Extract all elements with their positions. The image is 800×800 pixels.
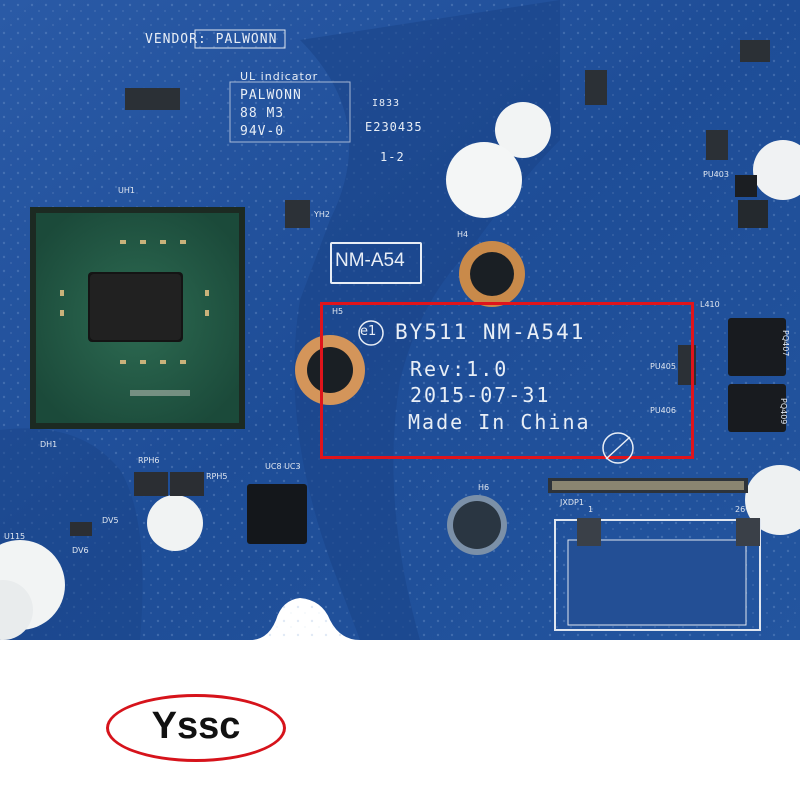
ref-label: DV5	[102, 516, 119, 525]
ref-label: YH2	[314, 210, 330, 219]
ref-label: PU406	[650, 406, 676, 415]
date-text: 2015-07-31	[410, 383, 551, 407]
e1-logo-text: e1	[360, 324, 377, 339]
ref-label: DV6	[72, 546, 89, 555]
e1-logo-icon	[358, 320, 384, 346]
ref-label: PQ407	[781, 330, 790, 357]
pb-free-icon	[602, 432, 634, 464]
ul-file-number: E230435	[365, 120, 423, 134]
ref-label: RPH6	[138, 456, 160, 465]
pcb-artwork	[0, 0, 800, 640]
ref-label: 1	[588, 505, 594, 514]
ref-label: PQ409	[779, 398, 788, 425]
origin-text: Made In China	[408, 410, 591, 434]
nm-label-box	[330, 242, 422, 284]
highlight-box	[320, 302, 694, 459]
hole-label-h4: H4	[457, 230, 469, 239]
hole-label-h5: H5	[332, 307, 344, 316]
ul-indicator-label: UL indicator	[240, 70, 319, 83]
ref-label: L410	[700, 300, 720, 309]
ref-label: UC8 UC3	[265, 462, 301, 471]
ref-label: DH1	[40, 440, 58, 449]
ref-label: RPH5	[206, 472, 228, 481]
model-text: BY511 NM-A541	[395, 320, 586, 344]
hole-label-h6: H6	[478, 483, 490, 492]
rev-text: Rev:1.0	[410, 357, 509, 381]
ref-label: UH1	[118, 186, 135, 195]
brand-text: Yssc	[151, 705, 241, 747]
motherboard-photo: VENDOR: PALWONN UL indicator PALWONN 88 …	[0, 0, 800, 640]
vendor-label: VENDOR: PALWONN	[145, 32, 278, 47]
ref-label: PU405	[650, 362, 676, 371]
ul-line-3: 94V-0	[240, 124, 285, 139]
ul-line-2: 88 M3	[240, 106, 285, 121]
ref-label: U115	[4, 532, 26, 541]
nm-label: NM-A54	[335, 250, 405, 271]
brand-oval	[106, 694, 286, 762]
code-small: I833	[372, 98, 401, 109]
rev-small: 1-2	[380, 150, 405, 164]
ref-label: PU403	[703, 170, 729, 179]
ref-label: 26	[735, 505, 746, 514]
ref-label: JXDP1	[560, 498, 584, 507]
ul-line-1: PALWONN	[240, 88, 302, 103]
